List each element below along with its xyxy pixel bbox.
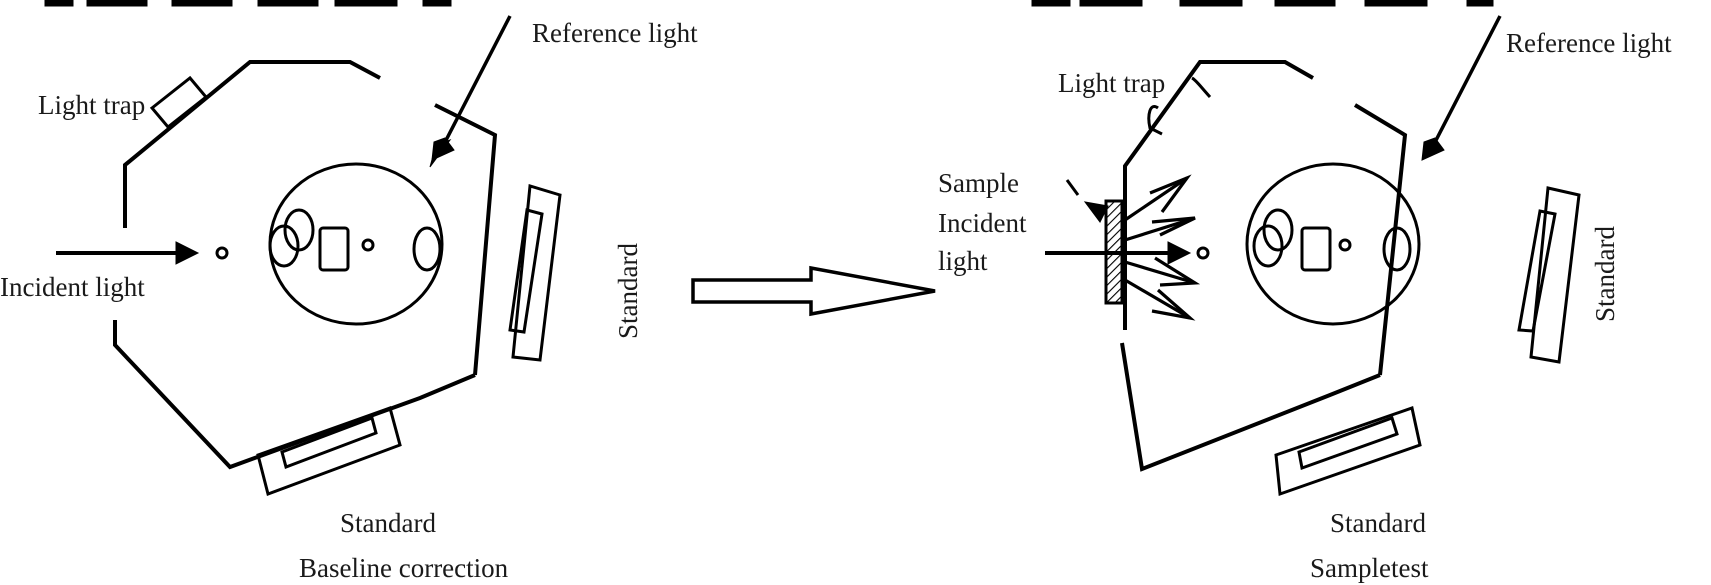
label-caption: Baseline correction — [299, 553, 509, 583]
small-port — [1338, 238, 1352, 252]
light-trap — [149, 75, 209, 130]
detector-rect — [318, 226, 350, 272]
label-incident: Incident — [938, 208, 1027, 238]
bottom-standard-inner — [1297, 416, 1399, 471]
dash — [86, 0, 148, 7]
dash — [1179, 0, 1243, 7]
side-standard-inner — [508, 208, 544, 334]
chamber-wall-top — [1123, 60, 1314, 330]
entry-port — [215, 246, 229, 260]
port-circle — [1382, 226, 1412, 272]
dash — [1031, 0, 1071, 7]
light-trap — [1191, 76, 1212, 99]
reference-arrow-head — [431, 137, 455, 161]
detector-rect — [1300, 226, 1332, 272]
dash — [257, 0, 319, 7]
port-circle — [412, 226, 442, 272]
transition-arrow-icon — [691, 265, 936, 317]
incident-arrow-head — [1167, 241, 1192, 265]
dash — [334, 0, 398, 7]
bottom-standard-outer — [256, 406, 402, 496]
scatter-arrows — [1124, 174, 1201, 321]
reference-arrow-head — [1421, 137, 1445, 161]
scatter-arrow — [1151, 216, 1196, 237]
top-dashes — [1031, 0, 1494, 7]
chamber-wall-bottom — [113, 320, 476, 470]
bottom-standard-outer — [1274, 406, 1422, 497]
small-port — [361, 238, 375, 252]
dash — [1364, 0, 1428, 7]
scatter-arrow — [1124, 216, 1196, 242]
label-reference-light: Reference light — [1506, 28, 1672, 58]
chamber-wall-bottom — [1120, 342, 1381, 472]
chamber-wall-right — [434, 103, 498, 376]
entry-port — [1196, 246, 1210, 260]
scatter-arrow — [1154, 256, 1201, 287]
label-light: light — [938, 246, 988, 276]
side-standard-inner — [1517, 209, 1557, 333]
bottom-standard-inner — [280, 416, 378, 469]
reference-arrow-shaft — [440, 15, 512, 149]
label-light-trap: Light trap — [38, 90, 145, 120]
side-standard-outer — [1529, 186, 1581, 364]
dash — [1079, 0, 1143, 7]
port-circle — [1262, 208, 1294, 252]
panel-sampletest: Reference light Light trap Sample Incide… — [938, 0, 1672, 583]
sphere — [1245, 162, 1421, 326]
dash — [1466, 0, 1494, 7]
dash — [171, 0, 233, 7]
scatter-arrow — [1124, 176, 1188, 222]
chamber-wall-top — [123, 60, 381, 228]
dash — [422, 0, 452, 7]
label-standard-side: Standard — [1590, 226, 1620, 322]
sphere — [268, 162, 444, 326]
port-circle — [268, 224, 300, 268]
top-dashes — [44, 0, 452, 7]
label-incident-light: Incident light — [0, 272, 145, 302]
sample-pointer-shaft — [1065, 179, 1080, 196]
label-reference-light: Reference light — [532, 18, 698, 48]
reference-arrow-shaft — [1430, 15, 1502, 149]
label-standard-side: Standard — [613, 243, 643, 339]
dash — [44, 0, 74, 7]
scatter-arrow — [1124, 278, 1191, 320]
scatter-arrow — [1124, 260, 1196, 285]
port-circle — [1252, 224, 1284, 268]
chamber-wall-right — [1353, 103, 1408, 376]
side-standard-outer — [511, 184, 562, 362]
label-standard-bottom: Standard — [1330, 508, 1426, 538]
sample-pointer-head — [1083, 201, 1109, 223]
scatter-arrow — [1151, 288, 1196, 321]
dash — [1274, 0, 1336, 7]
light-trap — [1147, 105, 1163, 136]
incident-arrow-head — [175, 241, 200, 265]
label-standard-bottom: Standard — [340, 508, 436, 538]
panel-baseline: Reference light Light trap Incident ligh… — [0, 0, 698, 583]
label-sample: Sample — [938, 168, 1019, 198]
scatter-arrow — [1149, 174, 1192, 213]
label-caption: Sampletest — [1310, 553, 1429, 583]
label-light-trap: Light trap — [1058, 68, 1165, 98]
